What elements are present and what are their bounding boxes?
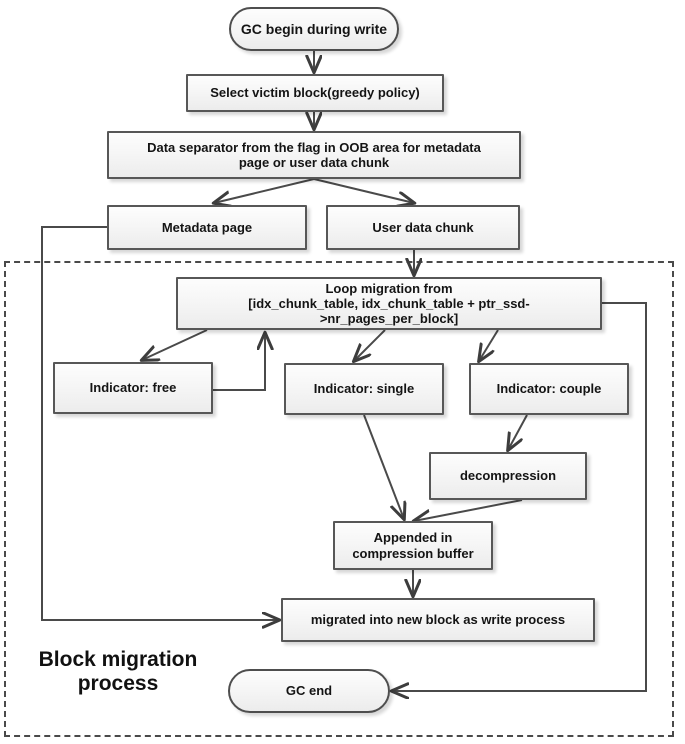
node-user-data-chunk-label: User data chunk: [372, 219, 474, 235]
node-data-separator-label: Data separator from the flag in OOB area…: [147, 139, 481, 170]
node-indicator-single-label: Indicator: single: [313, 381, 415, 397]
node-loop-migration[interactable]: Loop migration from [idx_chunk_table, id…: [176, 277, 602, 330]
node-gc-begin[interactable]: GC begin during write: [229, 7, 399, 51]
node-indicator-couple[interactable]: Indicator: couple: [469, 363, 629, 415]
node-decompression-label: decompression: [459, 468, 557, 484]
node-user-data-chunk[interactable]: User data chunk: [326, 205, 520, 250]
node-data-separator[interactable]: Data separator from the flag in OOB area…: [107, 131, 521, 179]
node-gc-end-label: GC end: [285, 683, 333, 699]
node-loop-migration-label: Loop migration from [idx_chunk_table, id…: [248, 280, 530, 327]
node-appended-compression-buffer-label: Appended in compression buffer: [352, 530, 474, 561]
node-gc-begin-label: GC begin during write: [240, 20, 388, 37]
node-metadata-page-label: Metadata page: [161, 219, 253, 235]
block-migration-region: [4, 261, 674, 737]
node-migrated-into-new-block-label: migrated into new block as write process: [310, 612, 566, 628]
node-metadata-page[interactable]: Metadata page: [107, 205, 307, 250]
block-migration-region-label: Block migration process: [38, 648, 198, 696]
node-indicator-single[interactable]: Indicator: single: [284, 363, 444, 415]
edge-separator-metadata: [214, 178, 315, 203]
node-select-victim-block[interactable]: Select victim block(greedy policy): [186, 74, 444, 112]
node-indicator-free[interactable]: Indicator: free: [53, 362, 213, 414]
node-gc-end[interactable]: GC end: [228, 669, 390, 713]
node-indicator-free-label: Indicator: free: [89, 380, 177, 396]
node-migrated-into-new-block[interactable]: migrated into new block as write process: [281, 598, 595, 642]
node-appended-compression-buffer[interactable]: Appended in compression buffer: [333, 521, 493, 570]
node-indicator-couple-label: Indicator: couple: [496, 381, 602, 397]
node-select-victim-block-label: Select victim block(greedy policy): [210, 85, 420, 101]
edge-separator-userdata: [313, 178, 414, 203]
node-decompression[interactable]: decompression: [429, 452, 587, 500]
